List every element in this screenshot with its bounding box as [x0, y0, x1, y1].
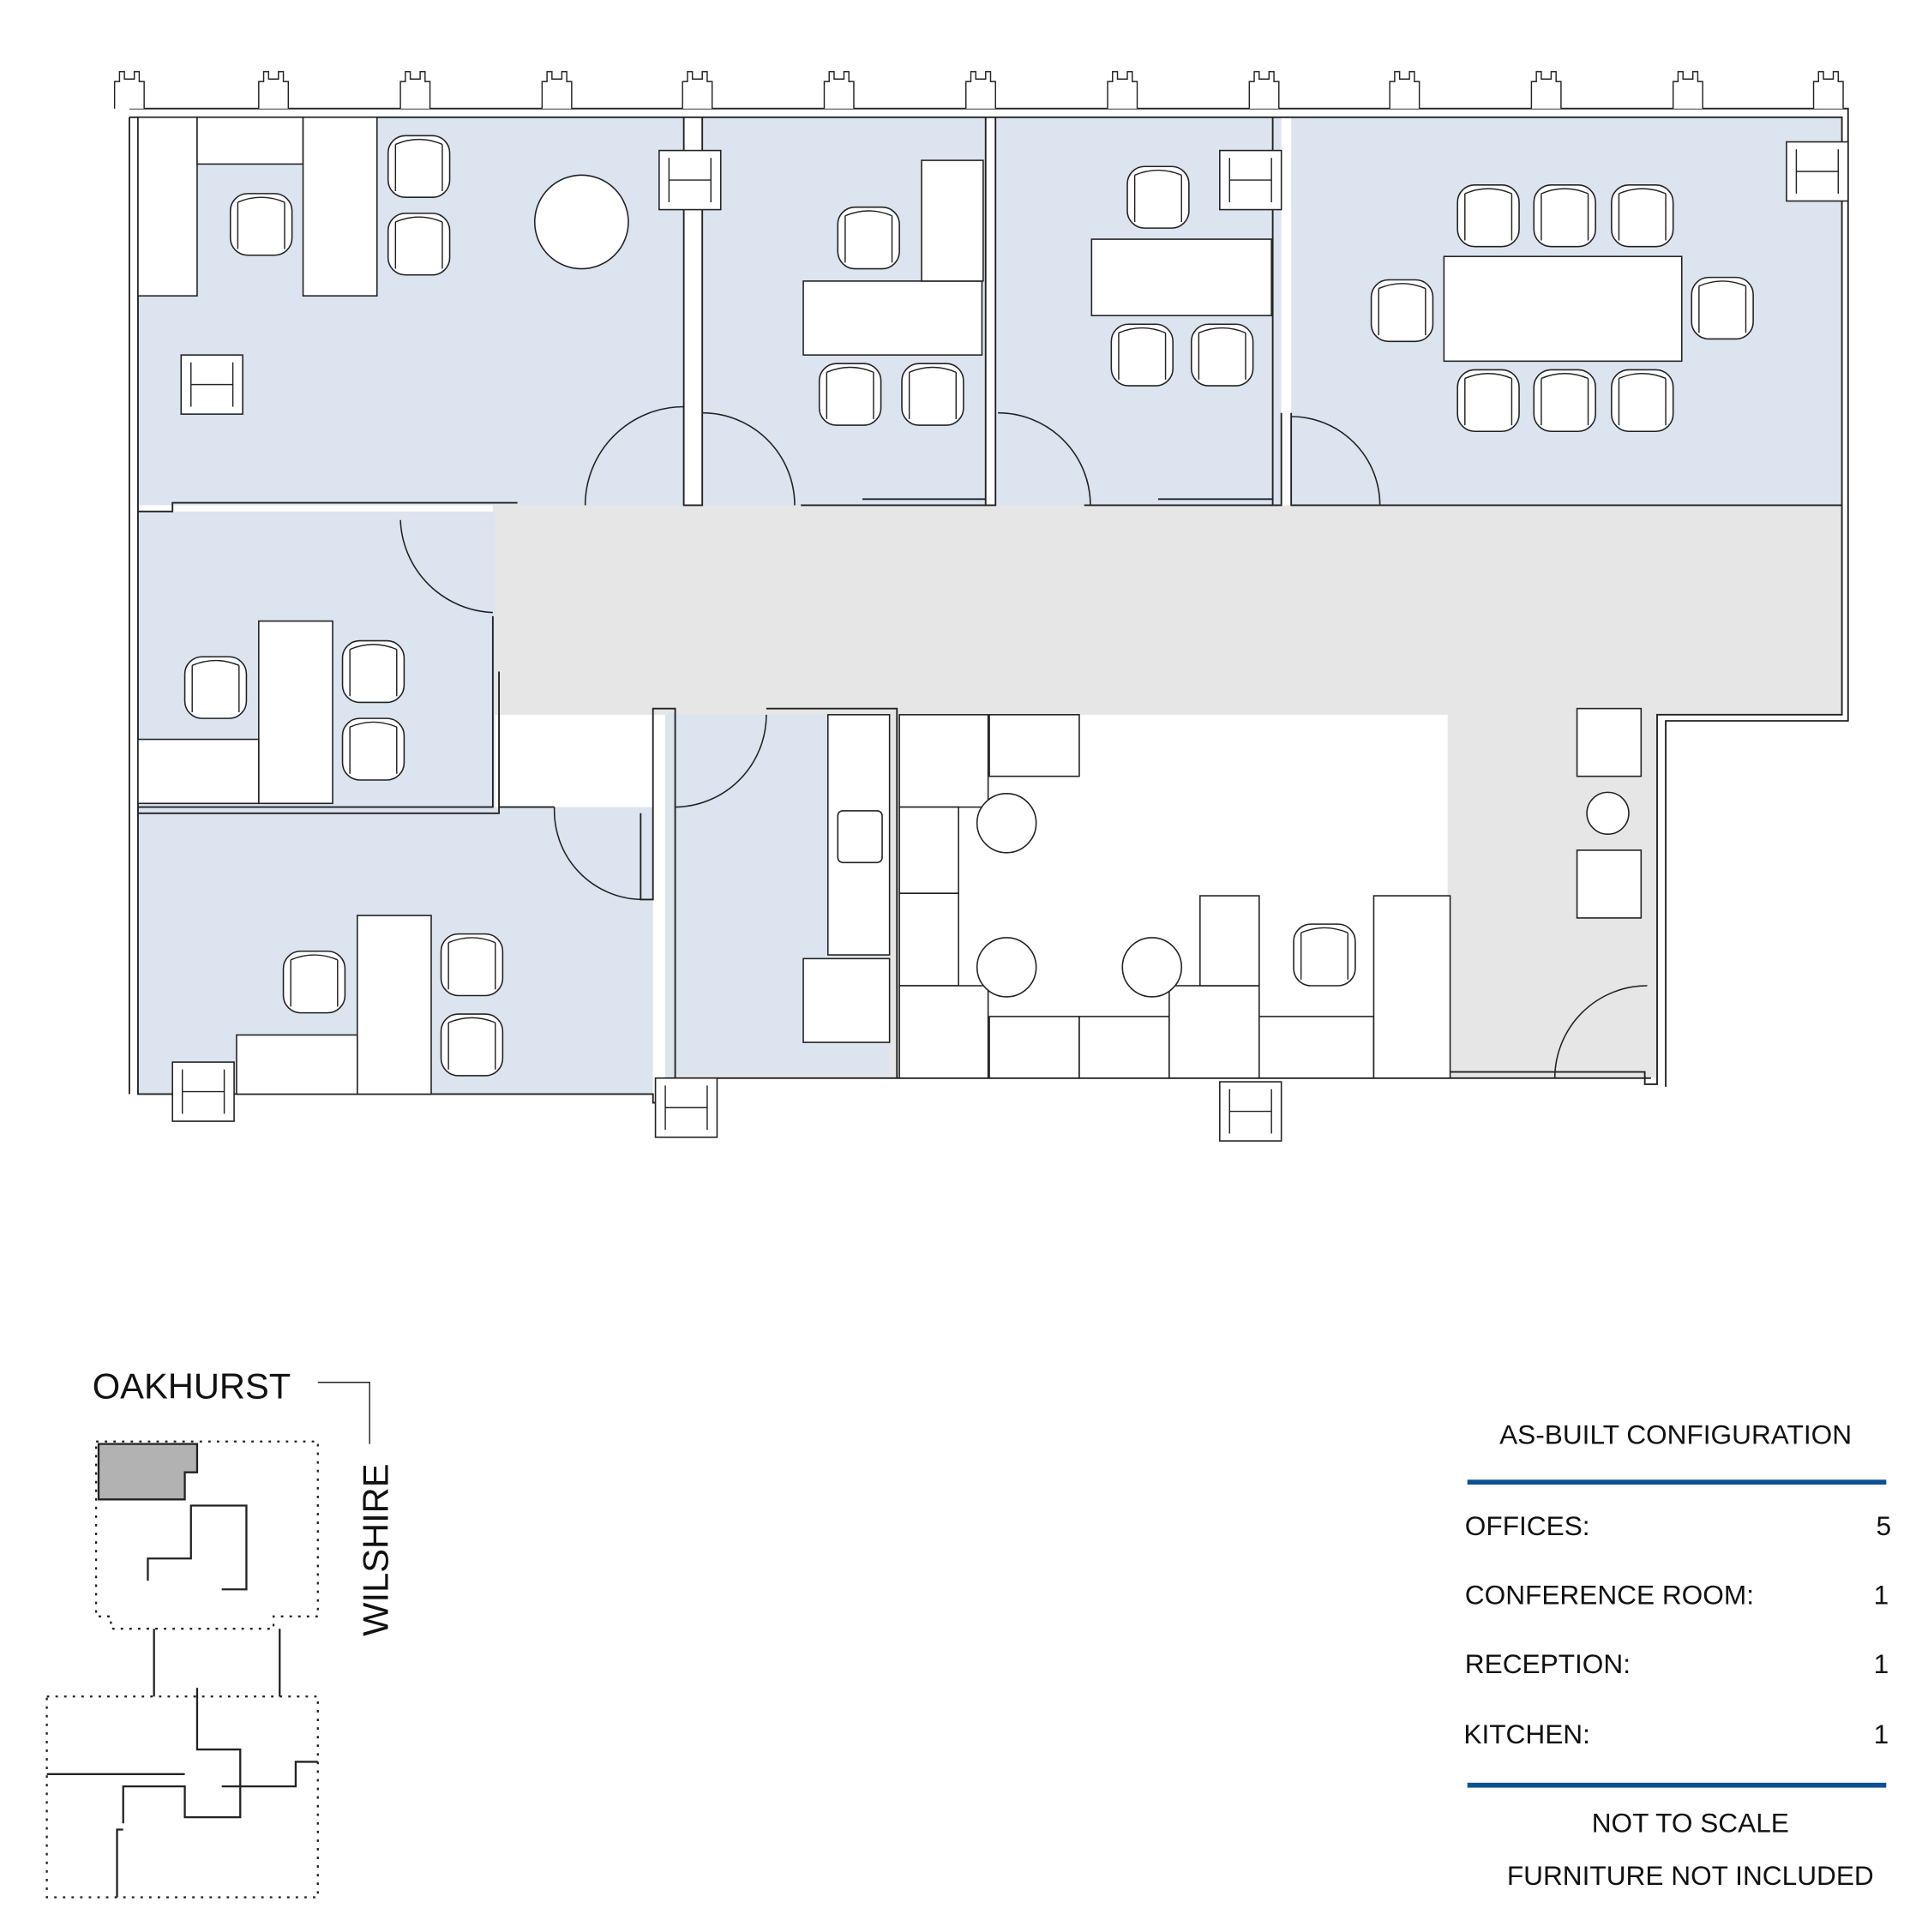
legend-rule-top [1467, 1479, 1887, 1485]
door-swing [1291, 416, 1381, 506]
door-swing [675, 714, 767, 808]
legend-value-offices: 5 [1876, 1510, 1891, 1541]
legend-value-reception: 1 [1874, 1648, 1889, 1679]
suite-highlight [97, 1443, 199, 1501]
legend-label-kitchen: KITCHEN: [1463, 1719, 1590, 1749]
window-columns [113, 70, 1844, 110]
floor-plan [113, 70, 1849, 1142]
legend-value-kitchen: 1 [1874, 1719, 1889, 1749]
note-not-to-scale: NOT TO SCALE [1592, 1807, 1789, 1838]
street-label-wilshire: WILSHIRE [356, 1463, 396, 1635]
door-swing [702, 411, 796, 506]
door-swing [553, 807, 644, 901]
walls [128, 107, 1849, 1104]
key-plan: OAKHURST WILSHIRE [45, 1365, 396, 1899]
door-swing [1553, 985, 1648, 1078]
doors [399, 405, 1648, 1078]
door-swing [584, 405, 684, 506]
legend-value-conference: 1 [1874, 1579, 1889, 1610]
street-label-oakhurst: OAKHURST [93, 1365, 291, 1406]
legend: AS-BUILT CONFIGURATION OFFICES: 5 CONFER… [1463, 1419, 1891, 1892]
furniture [137, 116, 1754, 1095]
legend-title: AS-BUILT CONFIGURATION [1499, 1419, 1852, 1450]
legend-label-offices: OFFICES: [1465, 1510, 1590, 1541]
door-swing [399, 519, 493, 614]
legend-label-reception: RECEPTION: [1465, 1648, 1631, 1679]
legend-label-conference: CONFERENCE ROOM: [1465, 1579, 1754, 1610]
note-furniture: FURNITURE NOT INCLUDED [1507, 1860, 1874, 1891]
door-swing [998, 411, 1091, 506]
legend-rule-bottom [1467, 1782, 1887, 1788]
